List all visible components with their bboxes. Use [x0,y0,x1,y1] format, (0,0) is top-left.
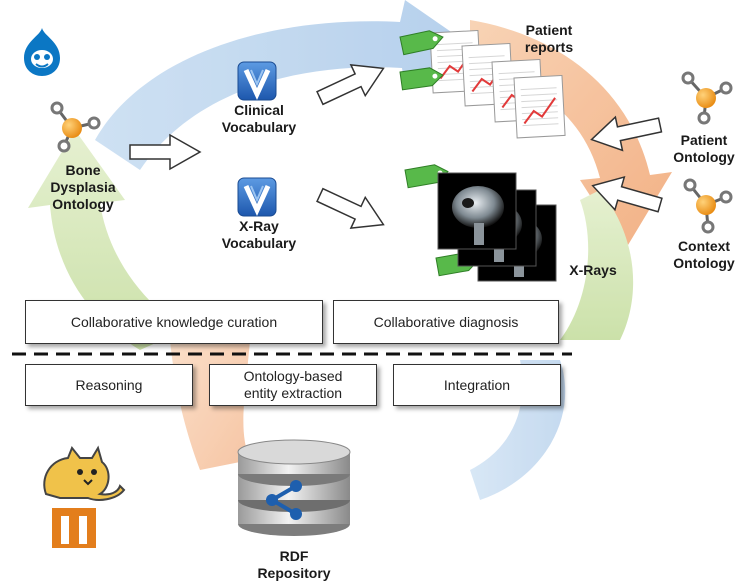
patient-reports-label: Patient reports [524,22,574,55]
xrays-label: X-Rays [569,262,617,278]
document-stack [429,29,566,139]
arrow-icon [316,187,385,230]
tag-icon [399,30,444,56]
cycle-arrows [28,0,672,500]
drupal-logo-icon [24,28,60,76]
entity-extraction-box: Ontology-based entity extraction [209,364,377,406]
reasoning-box: Reasoning [25,364,193,406]
knowledge-curation-box: Collaborative knowledge curation [25,300,323,344]
patient-ontology-label: Patient Ontology [673,132,735,165]
rdf-repository-label: RDF Repository [257,548,331,581]
xray-image-icon [437,172,517,250]
cycle-arrow-green-left [28,130,185,350]
bone-ontology-label: Bone Dysplasia Ontology [50,162,116,212]
bracket-logo-icon [52,508,96,548]
vocabulary-icon [237,177,277,217]
arrow-icon [591,176,663,213]
document-icon [513,74,566,139]
cycle-arrow-green-right [560,190,634,340]
arrow-icon [316,63,385,106]
cycle-arrow-blue [95,0,470,170]
database-icon [237,439,351,536]
ontology-icon [50,101,101,153]
arrow-icon [590,115,663,152]
xray-vocabulary-label: X-Ray Vocabulary [221,218,297,251]
ontology-icon [681,71,733,125]
tag-icon [399,67,444,91]
context-ontology-label: Context Ontology [673,238,735,271]
tomcat-icon [43,445,126,501]
diagnosis-box: Collaborative diagnosis [333,300,559,344]
vocabulary-icon [237,61,277,101]
arrow-icon [129,133,202,171]
integration-box: Integration [393,364,561,406]
ontology-icon [683,178,733,234]
xray-stack [437,172,557,282]
clinical-vocabulary-label: Clinical Vocabulary [221,102,297,135]
